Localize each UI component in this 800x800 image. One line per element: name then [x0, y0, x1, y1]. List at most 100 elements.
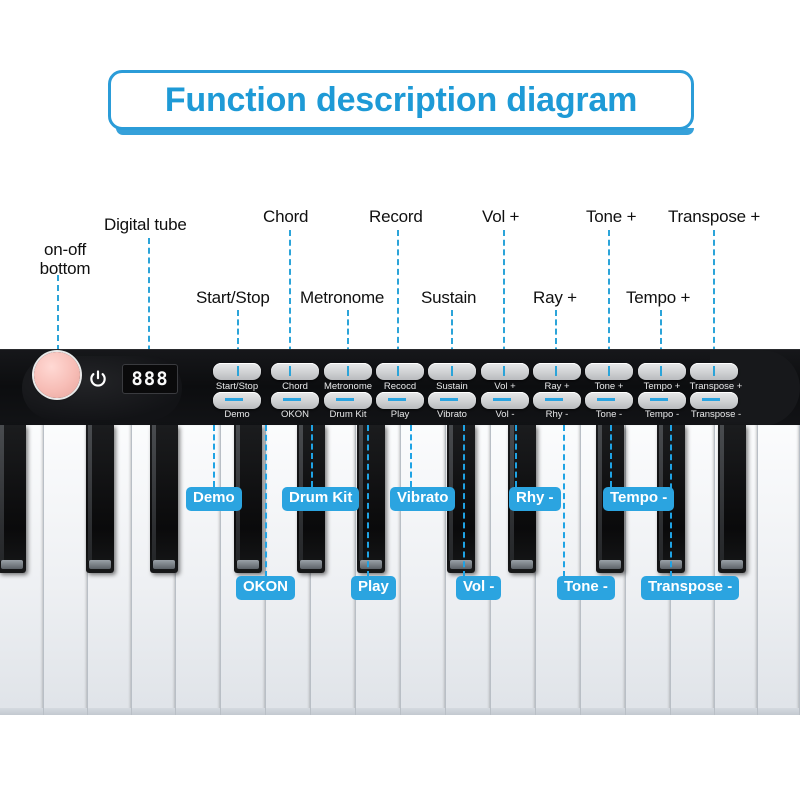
kb-leader-tone-minus: [563, 425, 565, 577]
key-badge-play[interactable]: Play: [351, 576, 396, 600]
tick-tone-minus: [597, 398, 615, 401]
button-label-drum-kit: Drum Kit: [329, 409, 367, 420]
kb-leader-vol-minus: [463, 425, 465, 577]
button-label-vol-plus: Vol +: [494, 381, 516, 392]
white-key[interactable]: [758, 425, 800, 715]
button-label-transpose-minus: Transpose -: [690, 409, 742, 420]
button-label-tempo-plus: Tempo +: [643, 381, 681, 392]
callout-digital-tube: Digital tube: [104, 215, 187, 234]
title-box: Function description diagram: [108, 70, 694, 130]
piano-keyboard: [0, 425, 800, 725]
tick-demo: [225, 398, 243, 401]
leader-chord: [289, 230, 291, 372]
button-label-ray-plus: Ray +: [544, 381, 570, 392]
tick-tempo-minus: [650, 398, 668, 401]
button-label-play: Play: [390, 409, 410, 420]
tick-vol-plus: [503, 366, 505, 376]
callout-ray-plus: Ray +: [533, 288, 577, 307]
tick-rhy-minus: [545, 398, 563, 401]
tick-okon: [283, 398, 301, 401]
callout-tone-plus: Tone +: [586, 207, 637, 226]
white-key[interactable]: [401, 425, 446, 715]
button-label-vol-minus: Vol -: [495, 409, 515, 420]
callout-on-off-line1: on-off: [44, 240, 86, 259]
button-label-okon: OKON: [281, 409, 309, 420]
title-shadow: [116, 128, 694, 135]
leader-tone-plus: [608, 230, 610, 372]
leader-vol-plus: [503, 230, 505, 372]
key-badge-vibrato[interactable]: Vibrato: [390, 487, 456, 511]
leader-start-stop: [237, 310, 239, 372]
leader-metronome: [347, 310, 349, 372]
tick-vol-minus: [493, 398, 511, 401]
callout-on-off-line2: bottom: [39, 259, 91, 279]
page-title: Function description diagram: [164, 80, 638, 119]
leader-on-off: [57, 275, 59, 371]
callout-on-off-bottom: on-off bottom: [26, 240, 104, 278]
black-key[interactable]: [357, 425, 385, 573]
black-key[interactable]: [0, 425, 26, 573]
button-label-demo: Demo: [224, 409, 250, 420]
key-badge-tempo-minus[interactable]: Tempo -: [603, 487, 675, 511]
black-key[interactable]: [86, 425, 114, 573]
key-badge-vol-minus[interactable]: Vol -: [456, 576, 502, 600]
button-label-vibrato: Vibrato: [437, 409, 467, 420]
tick-vibrato: [440, 398, 458, 401]
button-label-metronome: Metronome: [323, 381, 373, 392]
tick-tone-plus: [608, 366, 610, 376]
key-badge-rhy-minus[interactable]: Rhy -: [509, 487, 561, 511]
leader-digital-tube: [148, 238, 150, 371]
kb-leader-okon: [265, 425, 267, 577]
black-key[interactable]: [718, 425, 746, 573]
callout-record: Record: [369, 207, 423, 226]
callout-start-stop: Start/Stop: [196, 288, 270, 307]
kb-leader-vibrato: [410, 425, 412, 487]
button-vol-plus[interactable]: [481, 363, 529, 380]
white-key[interactable]: [44, 425, 88, 715]
digital-tube-display: 888: [122, 364, 178, 394]
callout-chord: Chord: [263, 207, 309, 226]
leader-transpose-plus: [713, 230, 715, 372]
key-badge-okon[interactable]: OKON: [236, 576, 295, 600]
button-label-start-stop: Start/Stop: [215, 381, 259, 392]
power-icon: [88, 369, 108, 389]
tick-tempo-plus: [660, 366, 662, 376]
kb-leader-rhy-minus: [515, 425, 517, 487]
button-chord[interactable]: [271, 363, 319, 380]
button-label-transpose-plus: Transpose +: [689, 381, 743, 392]
button-label-tempo-minus: Tempo -: [644, 409, 680, 420]
power-button[interactable]: [34, 352, 80, 398]
key-badge-tone-minus[interactable]: Tone -: [557, 576, 615, 600]
button-label-chord: Chord: [282, 381, 308, 392]
button-label-sustain: Sustain: [436, 381, 468, 392]
kb-leader-drum-kit: [311, 425, 313, 487]
callout-sustain: Sustain: [421, 288, 477, 307]
tick-play: [388, 398, 406, 401]
callout-vol-plus: Vol +: [482, 207, 520, 226]
kb-leader-play: [367, 425, 369, 577]
key-badge-demo[interactable]: Demo: [186, 487, 242, 511]
button-label-tone-minus: Tone -: [595, 409, 623, 420]
button-tempo-plus[interactable]: [638, 363, 686, 380]
tick-chord: [289, 366, 291, 376]
tick-record: [397, 366, 399, 376]
key-badge-drum-kit[interactable]: Drum Kit: [282, 487, 360, 511]
tick-drum-kit: [336, 398, 354, 401]
button-record[interactable]: [376, 363, 424, 380]
tick-start-stop: [237, 366, 239, 376]
key-badge-transpose-minus[interactable]: Transpose -: [641, 576, 740, 600]
black-key[interactable]: [150, 425, 178, 573]
button-ray-plus[interactable]: [533, 363, 581, 380]
leader-tempo-plus: [660, 310, 662, 372]
tick-ray-plus: [555, 366, 557, 376]
white-key[interactable]: [536, 425, 581, 715]
kb-leader-demo: [213, 425, 215, 487]
callout-transpose-plus: Transpose +: [668, 207, 761, 226]
leader-record: [397, 230, 399, 372]
callout-tempo-plus: Tempo +: [626, 288, 691, 307]
tick-metronome: [347, 366, 349, 376]
leader-sustain: [451, 310, 453, 372]
button-label-tone-plus: Tone +: [594, 381, 624, 392]
panel-rounded-end: [710, 350, 800, 426]
